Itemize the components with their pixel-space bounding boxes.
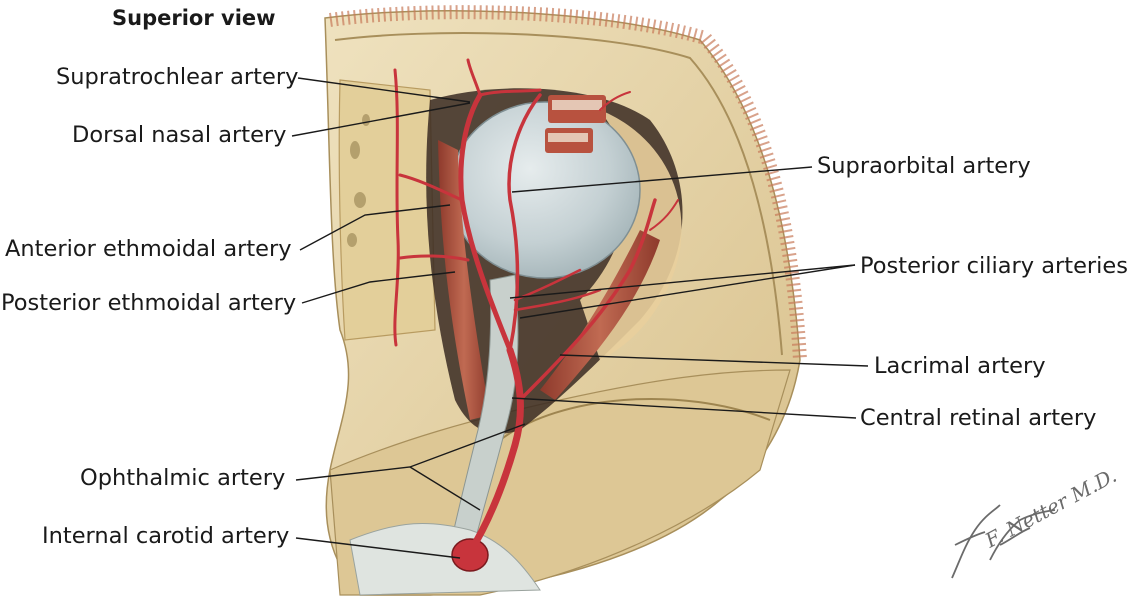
leader-anterior-ethmoidal (299, 204, 451, 251)
leader-supraorbital (511, 166, 813, 193)
leader-posterior-ethmoidal (301, 271, 456, 304)
ethmoid-bone (338, 79, 436, 341)
leader-dorsal-nasal (291, 102, 471, 137)
signature-text: F. Netter M.D. (980, 463, 1120, 553)
leader-posterior-ciliary-2 (519, 264, 856, 319)
label-dorsal-nasal-artery: Dorsal nasal artery (72, 122, 287, 148)
label-supratrochlear-artery: Supratrochlear artery (56, 64, 299, 90)
optic-canal-bone (349, 522, 541, 596)
leader-ophthalmic-2 (409, 466, 481, 511)
leader-internal-carotid (295, 537, 461, 559)
leader-lacrimal (559, 354, 869, 367)
label-central-retinal-artery: Central retinal artery (860, 405, 1097, 431)
medial-rectus-muscle (438, 140, 490, 420)
label-posterior-ethmoidal-artery: Posterior ethmoidal artery (1, 290, 297, 316)
skull-inner-edge (334, 32, 783, 356)
view-title: Superior view (112, 6, 276, 30)
label-lacrimal-artery: Lacrimal artery (874, 353, 1046, 379)
netter-signature (951, 504, 1056, 579)
tendon-slips (545, 95, 606, 153)
label-internal-carotid-artery: Internal carotid artery (42, 523, 290, 549)
label-ophthalmic-artery: Ophthalmic artery (80, 465, 286, 491)
artery-network (393, 58, 679, 556)
label-posterior-ciliary-arteries: Posterior ciliary arteries (860, 253, 1128, 279)
label-supraorbital-artery: Supraorbital artery (817, 153, 1031, 179)
leader-lines (291, 77, 869, 559)
leader-central-retinal (511, 397, 857, 419)
leader-posterior-ciliary (509, 264, 856, 299)
label-anterior-ethmoidal-artery: Anterior ethmoidal artery (5, 236, 292, 262)
leader-supratrochlear (297, 77, 471, 103)
eyeball (449, 101, 641, 279)
